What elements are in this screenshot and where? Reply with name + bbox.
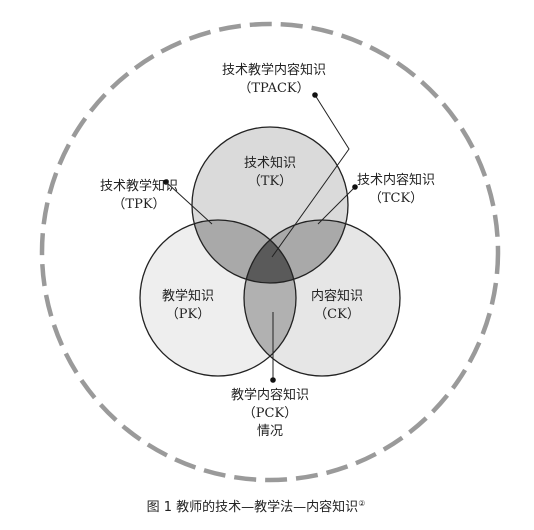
tpack-label: 技术教学内容知识 xyxy=(222,62,326,78)
tpack-overlap xyxy=(244,220,296,283)
context-abbr: （PCK） xyxy=(243,406,297,421)
pk-label: 教学知识 xyxy=(162,288,214,304)
ck-abbr: （CK） xyxy=(314,307,360,322)
context-subtitle: 情况 xyxy=(257,424,283,439)
figure-caption: 图 1 教师的技术—教学法—内容知识② xyxy=(147,499,366,515)
tpk-abbr: （TPK） xyxy=(112,197,165,212)
ck-label: 内容知识 xyxy=(311,288,363,304)
tpk-label: 技术教学知识 xyxy=(100,178,178,194)
tk-label: 技术知识 xyxy=(244,155,296,171)
tck-label: 技术内容知识 xyxy=(357,172,435,188)
tpack-pointer xyxy=(271,94,350,258)
tk-abbr: （TK） xyxy=(248,174,292,189)
tpk-pointer xyxy=(165,181,213,225)
context-label: 教学内容知识 xyxy=(231,387,309,403)
caption-footnote-mark: ② xyxy=(358,499,365,508)
tck-abbr: （TCK） xyxy=(369,191,423,206)
context-circle xyxy=(39,21,501,483)
tpack-abbr: （TPACK） xyxy=(238,81,309,96)
pk-abbr: （PK） xyxy=(166,307,210,322)
tck-pointer xyxy=(317,186,356,225)
